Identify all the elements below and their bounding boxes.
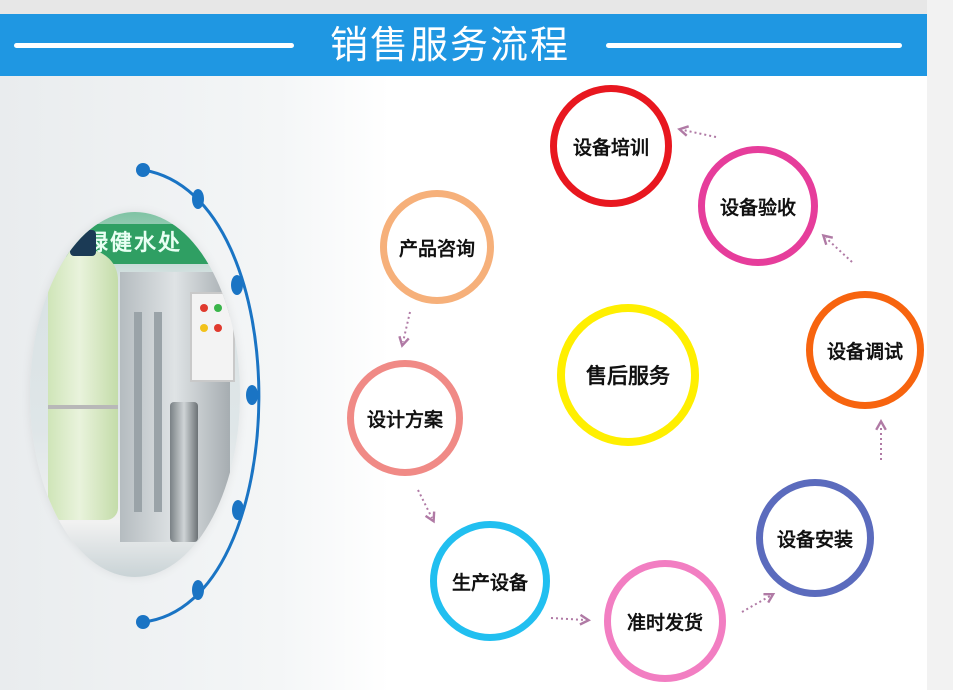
arc-dot: [232, 500, 244, 520]
step-production: 生产设备: [430, 521, 550, 641]
step-acceptance: 设备验收: [698, 146, 818, 266]
step-installation: 设备安装: [756, 479, 874, 597]
step-shipping: 准时发货: [604, 560, 726, 682]
step-label: 设备培训: [572, 136, 649, 159]
photo-tank: [48, 230, 118, 520]
photo-pipe: [134, 312, 142, 512]
right-strip: [927, 0, 953, 690]
step-label: 产品咨询: [398, 237, 475, 260]
step-label: 设计方案: [366, 408, 443, 431]
step-label: 设备验收: [719, 196, 796, 219]
step-training: 设备培训: [550, 85, 672, 207]
center-label: 售后服务: [586, 364, 670, 388]
photo-green-light: [214, 304, 222, 312]
photo-tank-band: [48, 405, 118, 409]
arc-line: [142, 168, 261, 624]
photo-red-button: [214, 324, 222, 332]
photo-control-panel: [190, 292, 235, 382]
banner-title: 销售服务流程: [329, 23, 570, 67]
center-after-sales: 售后服务: [557, 304, 699, 446]
arc-dot: [192, 580, 204, 600]
arc-dot: [231, 275, 243, 295]
step-label: 准时发货: [626, 611, 703, 634]
photo-red-light: [200, 304, 208, 312]
photo-yellow-light: [200, 324, 208, 332]
title-banner: 销售服务流程: [0, 14, 927, 76]
step-debugging: 设备调试: [806, 291, 924, 409]
arc-dot: [136, 163, 150, 177]
equipment-photo: 绿健水处: [30, 212, 240, 577]
step-label: 设备安装: [776, 528, 853, 551]
step-label: 生产设备: [451, 571, 528, 594]
step-label: 设备调试: [826, 340, 903, 363]
arc-dot: [192, 189, 204, 209]
photo-pump: [170, 402, 198, 542]
step-product-consult: 产品咨询: [380, 190, 494, 304]
top-strip: [0, 0, 953, 14]
photo-tank-cap: [70, 230, 96, 256]
arc-dot: [136, 615, 150, 629]
banner-line-left: [14, 43, 294, 48]
banner-line-right: [606, 43, 902, 48]
arc-dot: [246, 385, 258, 405]
step-design-plan: 设计方案: [347, 360, 463, 476]
photo-pipe: [154, 312, 162, 512]
